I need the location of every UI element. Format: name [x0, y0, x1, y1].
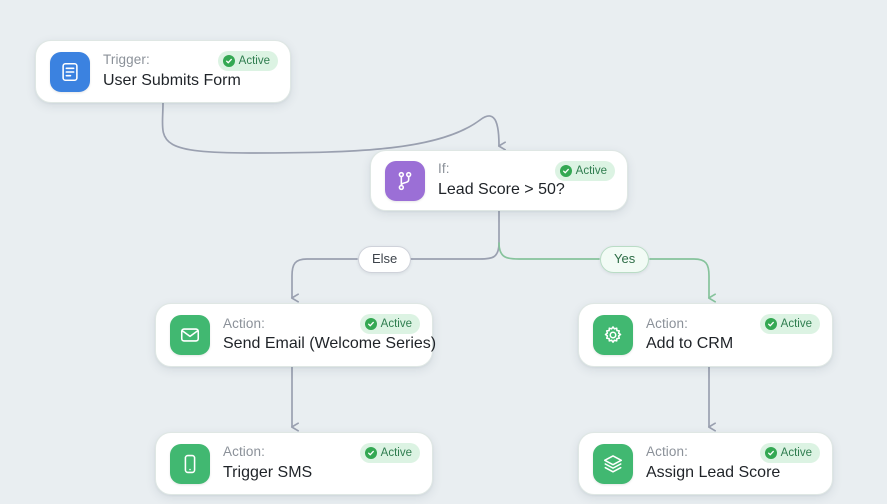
status-badge: Active [359, 443, 420, 464]
status-badge: Active [217, 51, 278, 72]
form-document-icon [50, 51, 90, 92]
status-badge-label: Active [238, 55, 270, 67]
check-circle-icon [364, 447, 377, 460]
node-kind-label: Trigger: [103, 52, 150, 68]
node-kind-label: Action: [223, 315, 265, 331]
git-branch-icon [385, 160, 425, 201]
node-text: If: Lead Score > 50? [438, 160, 613, 200]
node-kind-label: Action: [646, 315, 688, 331]
node-action-add-to-crm[interactable]: Action: Add to CRM Active [578, 303, 833, 367]
status-badge-label: Active [380, 447, 412, 459]
status-badge: Active [554, 161, 615, 182]
status-badge: Active [759, 314, 820, 335]
check-circle-icon [559, 165, 572, 178]
node-if-condition[interactable]: If: Lead Score > 50? Active [370, 150, 628, 211]
node-title: Add to CRM [646, 335, 734, 353]
status-badge: Active [759, 443, 820, 464]
connector-else-branch [405, 242, 500, 260]
node-kind-label: Action: [223, 444, 265, 460]
node-action-send-email[interactable]: Action: Send Email (Welcome Series) Acti… [155, 303, 437, 367]
node-text: Action: Trigger SMS [223, 443, 418, 483]
node-trigger[interactable]: Trigger: User Submits Form Active [35, 40, 291, 103]
status-badge-label: Active [380, 318, 412, 330]
node-action-assign-lead-score[interactable]: Action: Assign Lead Score Active [578, 432, 833, 495]
status-badge-label: Active [780, 318, 812, 330]
connector-else-to-email [292, 258, 358, 298]
branch-label-yes[interactable]: Yes [600, 246, 650, 273]
check-circle-icon [222, 55, 235, 68]
node-text: Trigger: User Submits Form [103, 51, 276, 91]
status-badge: Active [359, 314, 420, 335]
node-text: Action: Assign Lead Score [646, 443, 818, 483]
gear-icon [593, 315, 633, 355]
node-title: Trigger SMS [223, 463, 313, 481]
node-text: Action: Send Email (Welcome Series) [223, 315, 437, 355]
branch-label-else[interactable]: Else [358, 246, 412, 273]
mobile-phone-icon [170, 443, 210, 484]
connector-trigger-to-if [161, 102, 499, 154]
status-badge-label: Active [780, 447, 812, 459]
layers-icon [593, 443, 633, 484]
node-title: Lead Score > 50? [438, 180, 565, 198]
node-text: Action: Add to CRM [646, 315, 818, 355]
check-circle-icon [764, 447, 777, 460]
node-action-trigger-sms[interactable]: Action: Trigger SMS Active [155, 432, 433, 495]
node-title: User Submits Form [103, 71, 241, 89]
node-kind-label: Action: [646, 444, 688, 460]
node-title: Assign Lead Score [646, 463, 781, 481]
node-kind-label: If: [438, 161, 450, 177]
status-badge-label: Active [575, 165, 607, 177]
check-circle-icon [764, 318, 777, 331]
envelope-icon [170, 315, 210, 355]
connector-yes-to-crm [649, 258, 709, 298]
check-circle-icon [364, 318, 377, 331]
node-title: Send Email (Welcome Series) [223, 335, 437, 353]
connector-yes-branch [498, 242, 600, 260]
